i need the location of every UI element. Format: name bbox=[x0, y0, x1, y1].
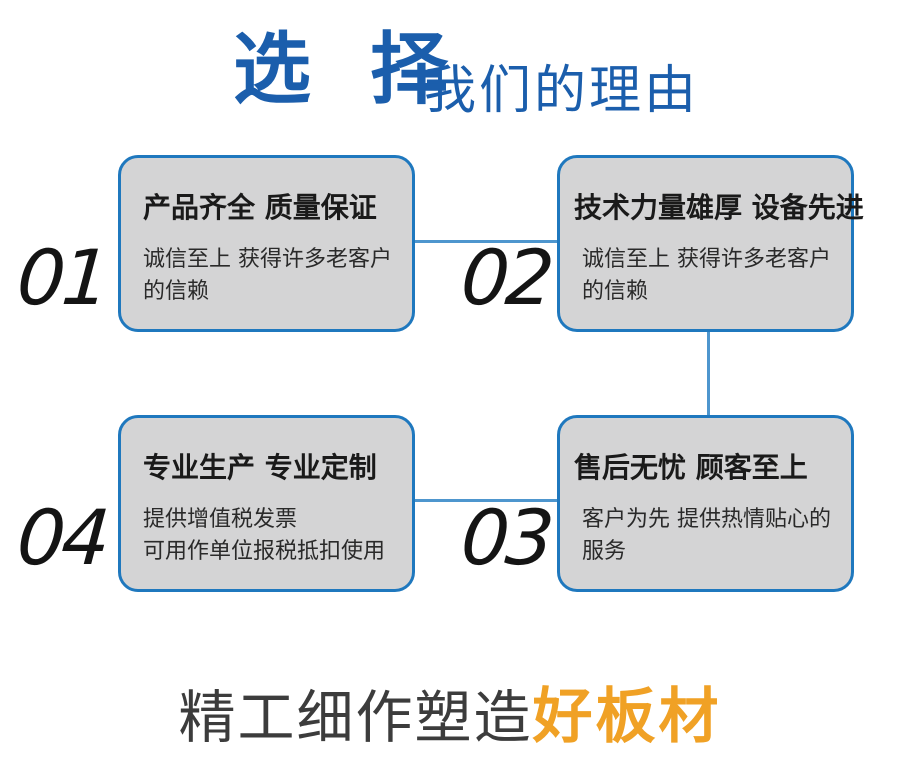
card-title: 售后无忧 顾客至上 bbox=[574, 451, 808, 484]
card-title: 产品齐全 质量保证 bbox=[143, 191, 377, 224]
card-description: 提供增值税发票 可用作单位报税抵扣使用 bbox=[143, 506, 386, 565]
step-number-04: 04 bbox=[14, 493, 110, 582]
tagline: 精工细作塑造好板材 bbox=[0, 668, 900, 755]
card-title: 专业生产 专业定制 bbox=[143, 451, 377, 484]
connector-line-vertical bbox=[707, 331, 710, 416]
card-description: 客户为先 提供热情贴心的 服务 bbox=[582, 506, 831, 565]
page-title-sub: 我们的理由 bbox=[424, 61, 700, 121]
connector-line-top bbox=[413, 240, 558, 243]
step-number-03: 03 bbox=[458, 493, 554, 582]
connector-line-bottom bbox=[413, 499, 558, 502]
step-number-02: 02 bbox=[458, 233, 554, 322]
feature-card-02: 技术力量雄厚 设备先进 诚信至上 获得许多老客户 的信赖 bbox=[557, 155, 864, 332]
feature-card-01: 产品齐全 质量保证 诚信至上 获得许多老客户 的信赖 bbox=[118, 155, 415, 332]
step-number-01: 01 bbox=[14, 233, 110, 322]
card-description: 诚信至上 获得许多老客户 的信赖 bbox=[143, 246, 392, 305]
tagline-accent-text: 好板材 bbox=[532, 682, 722, 752]
card-title: 技术力量雄厚 设备先进 bbox=[574, 191, 864, 224]
feature-card-03: 售后无忧 顾客至上 客户为先 提供热情贴心的 服务 bbox=[557, 415, 854, 592]
card-description: 诚信至上 获得许多老客户 的信赖 bbox=[582, 246, 831, 305]
feature-card-04: 专业生产 专业定制 提供增值税发票 可用作单位报税抵扣使用 bbox=[118, 415, 415, 592]
page-title-main: 选 择 bbox=[233, 25, 465, 115]
page-title: 选 择 我们的理由 bbox=[0, 0, 900, 140]
tagline-dark-text: 精工细作塑造 bbox=[178, 685, 533, 751]
